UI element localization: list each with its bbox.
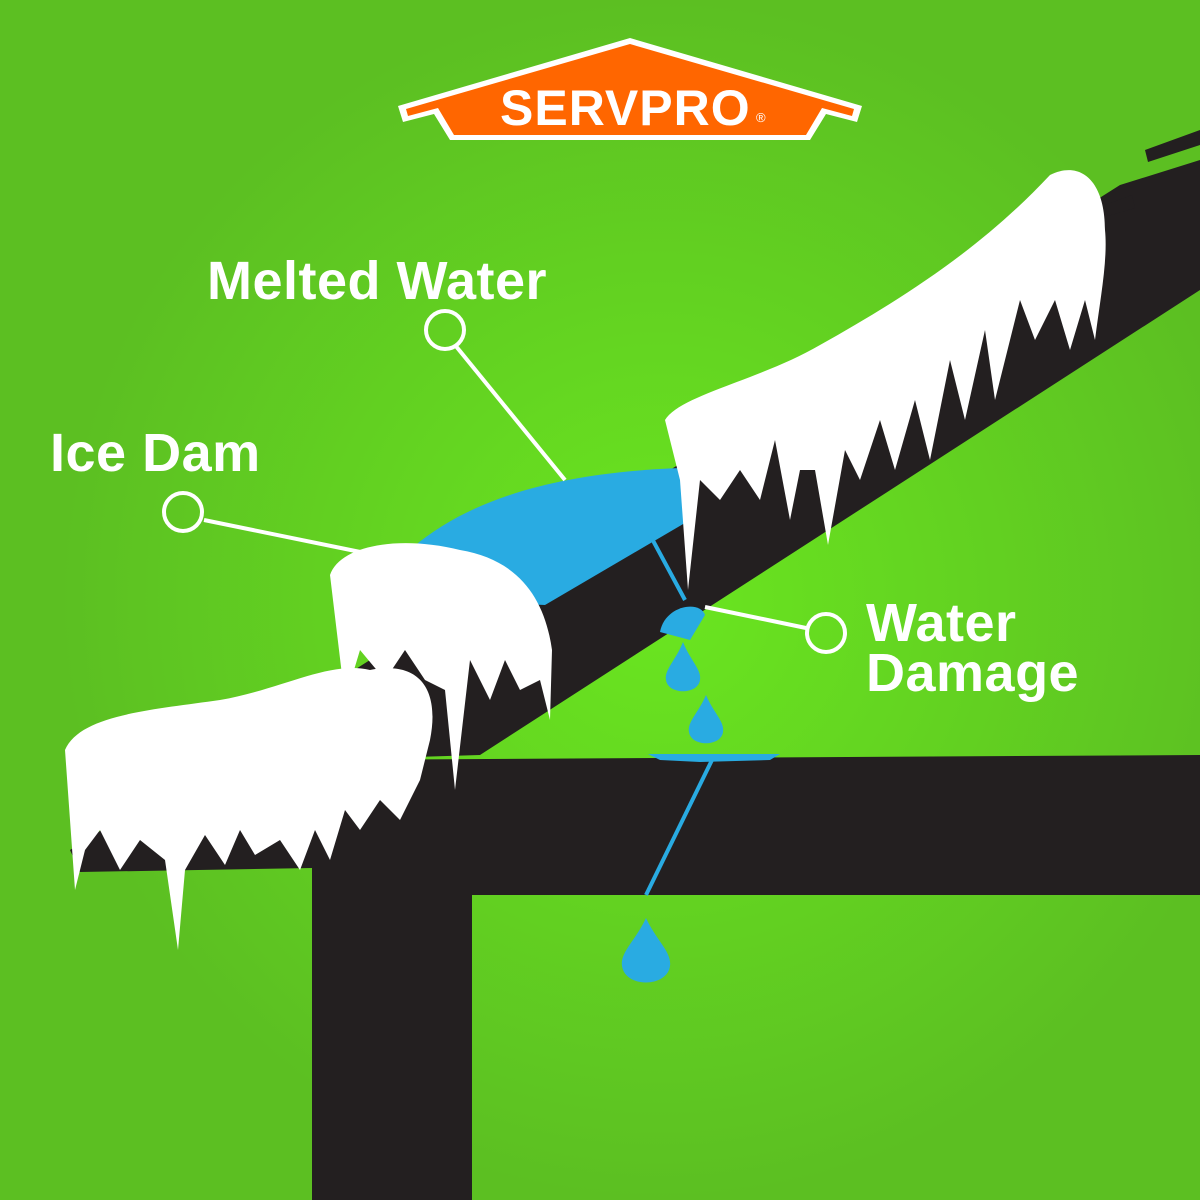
droplet	[688, 695, 724, 744]
label-water-damage-line2: Damage	[866, 643, 1080, 703]
servpro-logo	[398, 38, 862, 140]
registered-mark: ®	[756, 110, 766, 125]
water-damage-leader	[704, 605, 807, 630]
roof-shingle-edge	[1105, 130, 1200, 216]
leak-drip	[660, 606, 705, 640]
snow-upper	[665, 170, 1106, 590]
ice-dam-leader	[203, 518, 376, 557]
water-splash	[648, 754, 780, 762]
label-water-damage-line1: Water	[866, 593, 1017, 653]
label-ice-dam: Ice Dam	[50, 423, 261, 483]
label-melted-water: Melted Water	[207, 251, 548, 311]
wall-frame	[312, 755, 1200, 1200]
droplet	[621, 918, 671, 983]
logo-wordmark: SERVPRO	[500, 80, 751, 136]
water-droplets	[621, 642, 724, 983]
snow-ice-dam	[330, 543, 552, 790]
callouts	[162, 309, 847, 654]
melted-water-leader	[453, 343, 567, 482]
melted-water-marker	[424, 309, 466, 351]
water-damage-marker	[805, 612, 847, 654]
ice-dam-marker	[162, 491, 204, 533]
droplet	[665, 642, 701, 692]
snow-lower	[65, 667, 433, 950]
